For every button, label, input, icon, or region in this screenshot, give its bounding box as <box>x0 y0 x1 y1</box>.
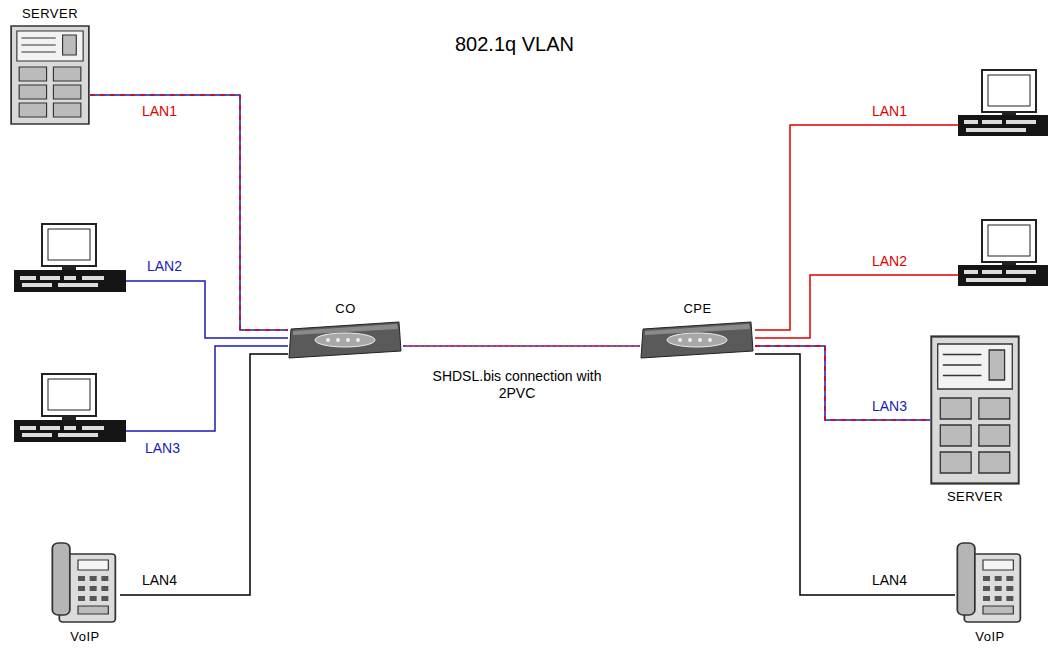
lan-wire <box>755 275 958 338</box>
edge-label: LAN4 <box>140 572 179 589</box>
node-label: SERVER <box>947 488 1003 505</box>
connector-stroke <box>755 346 930 420</box>
connector-stroke <box>90 95 288 330</box>
network-device: CO <box>288 300 403 360</box>
lan-connector <box>755 354 955 595</box>
computer-icon <box>14 374 126 442</box>
node-label: CPE <box>683 300 711 317</box>
lan-wire <box>126 346 288 431</box>
connector-stroke <box>403 345 640 347</box>
edge-label: LAN1 <box>140 103 179 120</box>
voip-phone: VoIP <box>955 540 1025 645</box>
connector-stroke <box>403 345 640 347</box>
computer-icon <box>958 70 1048 136</box>
lan-label: LAN1 <box>870 103 909 120</box>
edge-label: LAN4 <box>870 572 909 589</box>
phone-icon <box>50 540 120 625</box>
network-device: CPE <box>640 300 755 360</box>
lan-connector <box>120 354 288 595</box>
computer-icon <box>14 224 126 292</box>
node-label: VoIP <box>70 628 99 645</box>
server-node: SERVER <box>10 5 90 125</box>
connector-stroke <box>755 354 955 595</box>
connector-stroke <box>755 346 930 420</box>
phone-icon <box>955 540 1025 625</box>
node-label: CO <box>335 300 356 317</box>
lan-connector <box>755 346 930 420</box>
server-icon <box>930 335 1020 485</box>
server-node: SERVER <box>930 335 1020 505</box>
lan-label: LAN2 <box>870 253 909 270</box>
lan-connector <box>403 346 640 347</box>
lan-label: LAN2 <box>145 258 184 275</box>
connector-stroke <box>120 354 288 595</box>
voip-phone: VoIP <box>50 540 120 645</box>
node-label: SERVER <box>22 5 78 22</box>
edge-label: LAN3 <box>870 398 909 415</box>
device-icon <box>288 320 403 360</box>
lan-label: LAN3 <box>143 440 182 457</box>
server-icon <box>10 25 90 125</box>
node-label: VoIP <box>975 628 1004 645</box>
lan-wire <box>755 125 958 330</box>
computer-icon <box>958 220 1048 286</box>
connector-stroke <box>90 95 288 330</box>
edge-label: SHDSL.bis connection with 2PVC <box>430 368 604 402</box>
device-icon <box>640 320 755 360</box>
diagram-title: 802.1q VLAN <box>455 32 574 56</box>
lan-connector <box>90 95 288 330</box>
